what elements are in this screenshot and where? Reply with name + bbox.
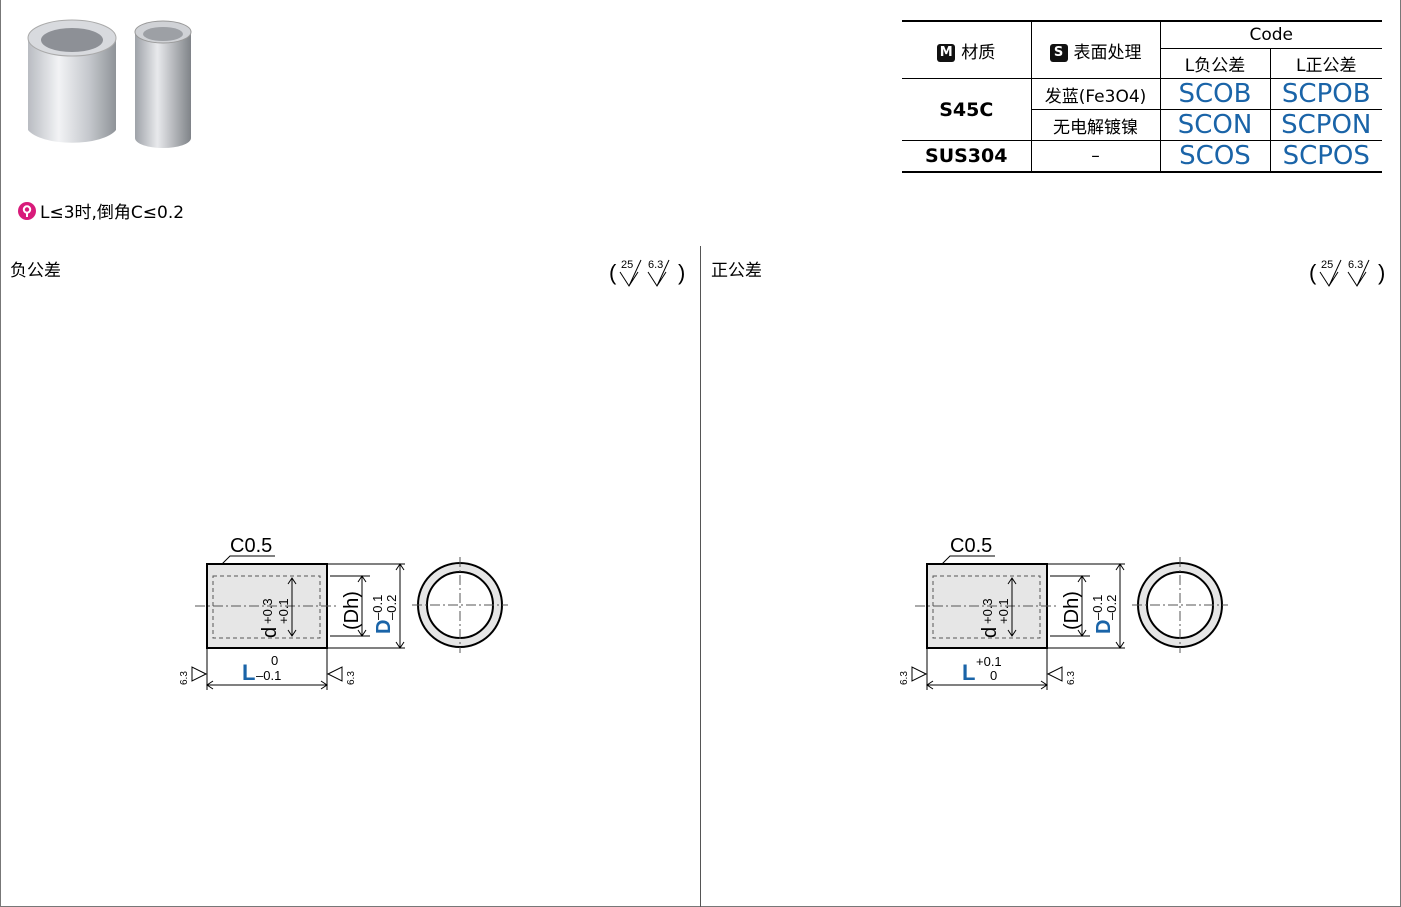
code-scos[interactable]: SCOS bbox=[1160, 140, 1271, 172]
collar-end-view bbox=[1132, 557, 1228, 653]
chamfer-label: C0.5 bbox=[230, 535, 272, 557]
code-col-pos: L正公差 bbox=[1270, 48, 1382, 79]
L-label: L bbox=[962, 660, 975, 685]
large-collar bbox=[27, 19, 117, 143]
svg-text:): ) bbox=[678, 260, 685, 285]
L-label: L bbox=[242, 660, 255, 685]
end-roughness-right: 6.3 bbox=[346, 671, 357, 685]
D-tol-lower: –0.2 bbox=[1104, 595, 1119, 620]
surface-nickel: 无电解镀镍 bbox=[1031, 109, 1161, 141]
dh-label: (Dh) bbox=[1061, 591, 1083, 630]
surface-header-cell: S 表面处理 bbox=[1031, 21, 1161, 79]
panel-title-positive: 正公差 bbox=[711, 261, 762, 281]
panel-divider bbox=[700, 246, 701, 907]
drawing-negative: C0.5 d +0.3 +0.1 (Dh) D –0.1 –0.2 L 0 –0… bbox=[179, 535, 508, 690]
chamfer-note: L≤3时,倒角C≤0.2 bbox=[18, 198, 184, 223]
chamfer-label: C0.5 bbox=[950, 535, 992, 557]
code-scpos[interactable]: SCPOS bbox=[1282, 141, 1370, 171]
svg-text:): ) bbox=[1378, 260, 1385, 285]
dh-label: (Dh) bbox=[341, 591, 363, 630]
surface-none: – bbox=[1031, 140, 1161, 172]
code-col-neg: L负公差 bbox=[1160, 48, 1271, 79]
product-photo bbox=[27, 19, 192, 148]
material-s45c: S45C bbox=[902, 78, 1032, 141]
code-header: Code bbox=[1160, 21, 1382, 50]
code-scob[interactable]: SCOB bbox=[1160, 78, 1271, 110]
surface-badge: S bbox=[1049, 43, 1068, 62]
surface-black-oxide: 发蓝(Fe3O4) bbox=[1031, 78, 1161, 110]
warning-icon bbox=[18, 201, 36, 220]
drawing-positive: C0.5 d +0.3 +0.1 (Dh) D –0.1 –0.2 L +0.1… bbox=[899, 535, 1228, 690]
D-label: D bbox=[373, 620, 395, 634]
L-tol-lower: –0.1 bbox=[256, 668, 281, 683]
svg-text:(: ( bbox=[1309, 260, 1317, 285]
D-tol-lower: –0.2 bbox=[384, 595, 399, 620]
collar-end-view bbox=[412, 557, 508, 653]
material-sus304: SUS304 bbox=[902, 140, 1032, 172]
d-label: d bbox=[259, 627, 281, 638]
end-roughness-right: 6.3 bbox=[1066, 671, 1077, 685]
code-scpob[interactable]: SCPOB bbox=[1270, 78, 1382, 110]
d-tol-upper: +0.3 bbox=[260, 598, 275, 624]
roughness-symbol-right: ( 25 6.3 ) bbox=[1309, 259, 1385, 287]
roughness-value-25: 25 bbox=[621, 259, 633, 271]
roughness-symbol-left: ( 25 6.3 ) bbox=[609, 259, 685, 287]
roughness-value-63: 6.3 bbox=[1348, 259, 1363, 271]
panel-title-negative: 负公差 bbox=[10, 261, 61, 281]
material-header: 材质 bbox=[961, 42, 996, 63]
svg-text:(: ( bbox=[609, 260, 617, 285]
roughness-value-63: 6.3 bbox=[648, 259, 663, 271]
L-tol-lower: 0 bbox=[990, 668, 997, 683]
code-scon[interactable]: SCON bbox=[1160, 109, 1271, 141]
material-badge: M bbox=[937, 43, 956, 62]
d-label: d bbox=[979, 627, 1001, 638]
D-tol-upper: –0.1 bbox=[370, 595, 385, 620]
L-tol-upper: +0.1 bbox=[976, 654, 1002, 669]
material-header-cell: M 材质 bbox=[902, 21, 1032, 79]
code-scpon[interactable]: SCPON bbox=[1270, 109, 1382, 141]
D-label: D bbox=[1093, 620, 1115, 634]
roughness-value-25: 25 bbox=[1321, 259, 1333, 271]
surface-header: 表面处理 bbox=[1073, 42, 1142, 63]
small-collar bbox=[134, 20, 192, 148]
note-text: L≤3时,倒角C≤0.2 bbox=[40, 203, 185, 223]
end-roughness-left: 6.3 bbox=[179, 671, 190, 685]
d-tol-lower: +0.1 bbox=[276, 598, 291, 624]
D-tol-upper: –0.1 bbox=[1090, 595, 1105, 620]
end-roughness-left: 6.3 bbox=[899, 671, 910, 685]
d-tol-lower: +0.1 bbox=[996, 598, 1011, 624]
d-tol-upper: +0.3 bbox=[980, 598, 995, 624]
L-tol-upper: 0 bbox=[271, 653, 278, 668]
